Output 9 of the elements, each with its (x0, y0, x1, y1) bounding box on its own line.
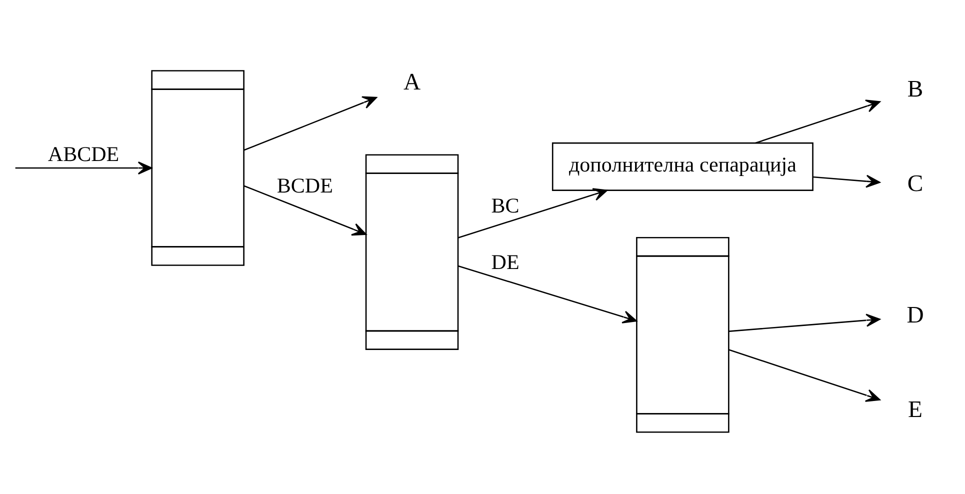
edge-label: DE (491, 249, 520, 274)
edge-label: ABCDE (48, 142, 120, 166)
node-text: B (907, 76, 924, 102)
edge-label: BCDE (276, 173, 333, 198)
edge-label: BC (491, 192, 520, 217)
node-text: A (403, 69, 421, 96)
node-text: E (908, 396, 923, 422)
node-text: C (907, 170, 924, 196)
node-text: D (906, 302, 924, 328)
